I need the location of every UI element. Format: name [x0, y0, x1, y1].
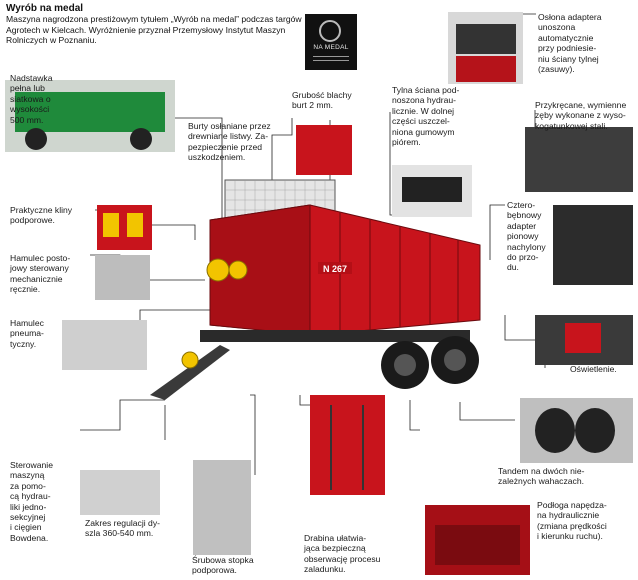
callout-podloga: Podłoga napędza- na hydraulicznie (zmian…	[537, 500, 607, 542]
tandem-thumb	[520, 398, 633, 463]
drawbar-thumb	[80, 470, 160, 515]
callout-zakres: Zakres regulacji dy- szla 360-540 mm.	[85, 518, 160, 539]
callout-srubowa: Śrubowa stopka podporowa.	[192, 555, 254, 576]
pneumatic-brake-thumb	[62, 320, 147, 370]
screw-stand-thumb	[193, 460, 251, 555]
sheet-thickness-thumb	[296, 125, 352, 175]
ladder-thumb	[310, 395, 385, 495]
callout-kliny: Praktyczne kliny podporowe.	[10, 205, 73, 226]
lights-thumb	[535, 315, 633, 365]
adapter-cover-thumb	[448, 12, 523, 84]
callout-grubosc: Grubość blachy burt 2 mm.	[292, 90, 352, 111]
medal-divider	[313, 56, 349, 57]
wedges-thumb	[97, 205, 152, 250]
callout-oswietlenie: Oświetlenie.	[570, 364, 617, 374]
medal-ring-icon	[319, 20, 341, 42]
callout-tylna-sciana: Tylna ściana pod- noszona hydrau- liczni…	[392, 85, 460, 148]
medal-divider	[313, 60, 349, 61]
callout-adapter: Cztero- bębnowy adapter pionowy nachylon…	[507, 200, 546, 273]
callout-tandem: Tandem na dwóch nie- zależnych wahaczach…	[498, 466, 585, 487]
medal-logo: NA MEDAL	[305, 14, 357, 70]
teeth-thumb	[525, 127, 633, 192]
callout-hamulec-pneumatyczny: Hamulec pneuma- tyczny.	[10, 318, 44, 349]
floor-thumb	[425, 505, 530, 575]
spreader-main-image: N 267	[150, 179, 481, 400]
parking-brake-thumb	[95, 255, 150, 300]
rear-wall-thumb	[392, 165, 472, 217]
callout-nadstawka: Nadstawka pełna lub siatkowa o wysokości…	[10, 73, 53, 125]
callout-hamulec-postojowy: Hamulec posto- jowy sterowany mechaniczn…	[10, 253, 71, 295]
callout-zeby: Przykręcane, wymienne zęby wykonane z wy…	[535, 100, 627, 131]
adapter-thumb	[553, 205, 633, 285]
callout-sterowanie: Sterowanie maszyną za pomo- cą hydrau- l…	[10, 460, 53, 543]
medal-text: NA MEDAL	[313, 44, 349, 51]
callout-burty: Burty osłaniane przez drewniane listwy. …	[188, 121, 271, 163]
intro-text: Maszyna nagrodzona prestiżowym tytułem „…	[6, 14, 302, 45]
green-trailer-thumb	[5, 80, 175, 152]
callout-oslona: Osłona adaptera unoszona automatycznie p…	[538, 12, 602, 75]
model-badge: N 267	[323, 264, 347, 274]
page-title: Wyrób na medal	[6, 3, 84, 14]
callout-drabina: Drabina ułatwia- jąca bezpieczną obserwa…	[304, 533, 381, 575]
